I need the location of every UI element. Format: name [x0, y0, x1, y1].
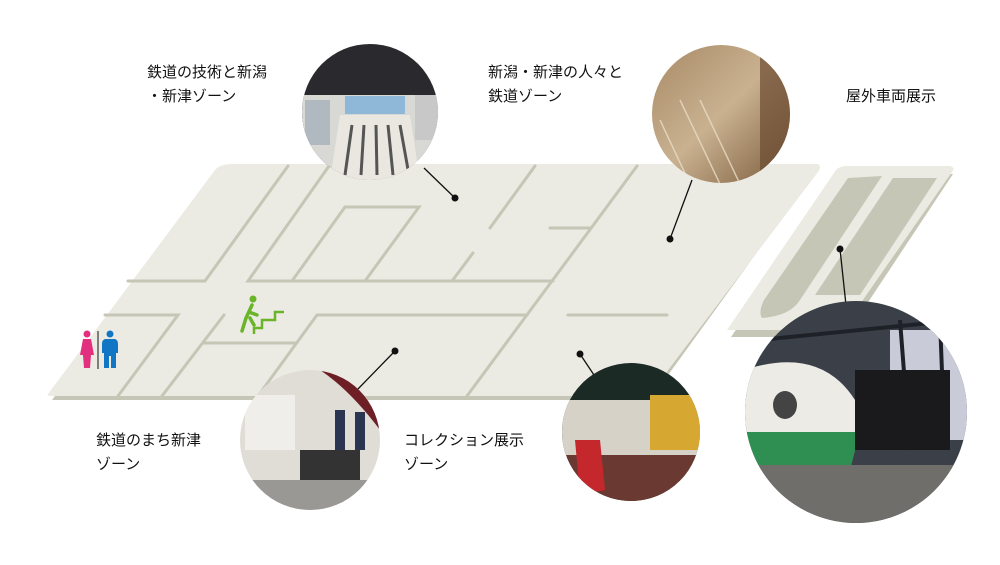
zone-label-outdoor: 屋外車両展示 [846, 87, 937, 105]
photo-people-zone[interactable] [650, 44, 795, 184]
photo-town-zone[interactable] [240, 370, 380, 510]
zone-label-tech: 鉄道の技術と新潟 ・新津ゾーン [147, 63, 268, 105]
photo-collection-zone[interactable] [560, 362, 702, 505]
restroom-icon [80, 330, 118, 369]
main-floor [47, 164, 820, 400]
leader-dots [391, 194, 844, 358]
leader-lines [356, 167, 847, 391]
track-bullet-train [760, 176, 882, 318]
female-icon [80, 330, 94, 368]
photo-tech-zone[interactable] [300, 40, 440, 185]
zone-label-people: 新潟・新津の人々と 鉄道ゾーン [488, 63, 624, 105]
track-locomotive [815, 178, 937, 295]
zone-label-town: 鉄道のまち新津 ゾーン [96, 431, 202, 473]
male-icon [102, 330, 118, 368]
photo-outdoor-display[interactable] [744, 300, 970, 525]
zone-label-collection: コレクション展示 ゾーン [404, 431, 525, 473]
floor-walls [103, 164, 669, 398]
stairs-icon [240, 295, 284, 334]
